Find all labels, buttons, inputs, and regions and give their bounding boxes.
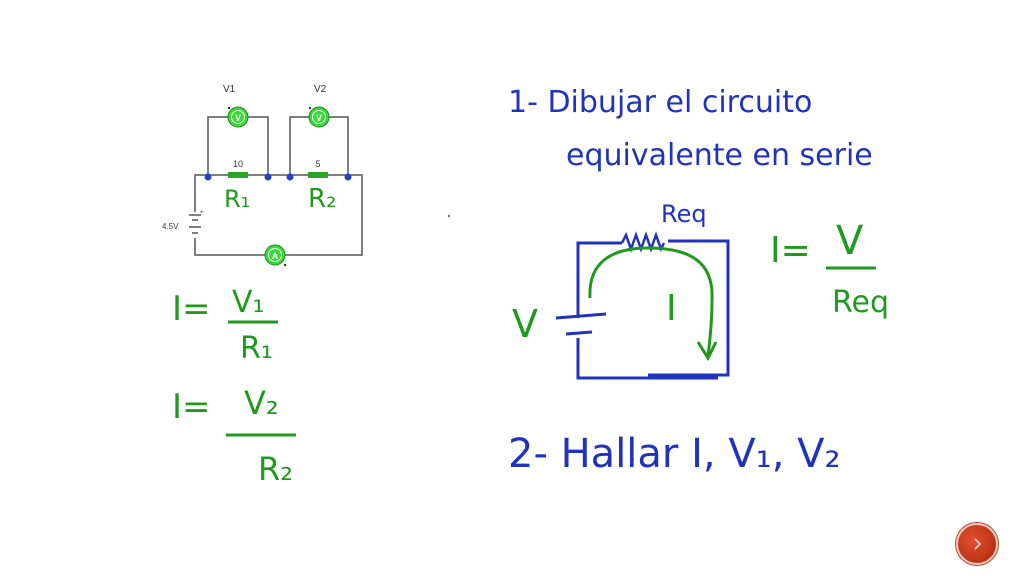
current-arrowhead	[696, 341, 718, 362]
source-short-plate	[565, 330, 593, 336]
voltmeter-v2-label: V2	[314, 84, 327, 95]
step1-line2: equivalente en serie	[566, 138, 873, 173]
circuit-wire-loop	[194, 174, 363, 256]
resistor-r2-name: R₂	[308, 184, 337, 214]
eq2-numerator: V₂	[244, 384, 279, 422]
source-long-plate	[555, 312, 607, 320]
voltmeter-v2-glyph: V	[316, 113, 322, 123]
resistor-r1-value: 10	[233, 159, 243, 169]
equivalent-wire	[576, 241, 622, 318]
right-eq-denominator: Req	[832, 285, 889, 320]
equivalent-wire	[648, 239, 730, 377]
eq1-lhs: I=	[172, 289, 211, 329]
battery-voltage-label: 4.5V	[162, 222, 179, 231]
eq1-denominator: R₁	[240, 331, 273, 366]
voltmeter-v1	[227, 106, 249, 128]
step1-line1: 1- Dibujar el circuito	[508, 85, 812, 120]
voltmeter-v1-label: V1	[223, 84, 236, 95]
eq2-denominator: R₂	[258, 450, 293, 488]
svg-text:+: +	[200, 210, 204, 216]
resistor-r1	[228, 172, 248, 178]
eq1-numerator: V₁	[232, 285, 265, 320]
equivalent-wire	[576, 338, 718, 380]
eq2-lhs: I=	[172, 387, 211, 427]
voltmeter-v1-glyph: V	[235, 113, 241, 123]
step2: 2- Hallar I, V₁, V₂	[508, 431, 841, 477]
chevron-right-icon	[974, 538, 982, 550]
resistor-r2	[308, 172, 328, 178]
slide-nav-button[interactable]	[956, 523, 998, 565]
node-dot	[264, 173, 272, 181]
voltmeter-v2	[308, 106, 330, 128]
req-resistor-zigzag	[620, 231, 666, 253]
current-arrow	[588, 246, 714, 357]
node-dot	[286, 173, 294, 181]
right-eq-lhs: I=	[770, 230, 811, 271]
right-eq-numerator: V	[836, 218, 864, 264]
node-dot	[204, 173, 212, 181]
ammeter	[264, 244, 286, 266]
source-label: V	[512, 302, 538, 346]
left-equations: I= V₁ R₁ I= V₂ R₂	[172, 285, 296, 488]
equivalent-circuit: Req V I	[512, 200, 730, 380]
ammeter-glyph: A	[272, 251, 279, 261]
parallel-circuit-schematic: 10 5 V1 V2 V V A 4.5V + R₁ R₂	[162, 84, 363, 267]
steps-text: 1- Dibujar el circuito equivalente en se…	[508, 85, 873, 477]
resistor-r1-name: R₁	[224, 185, 250, 213]
node-dot	[344, 173, 352, 181]
current-label: I	[666, 288, 677, 329]
resistor-r2-value: 5	[315, 159, 320, 169]
stray-mark	[447, 214, 451, 218]
right-equation: I= V Req	[770, 218, 889, 320]
req-label: Req	[661, 200, 707, 228]
